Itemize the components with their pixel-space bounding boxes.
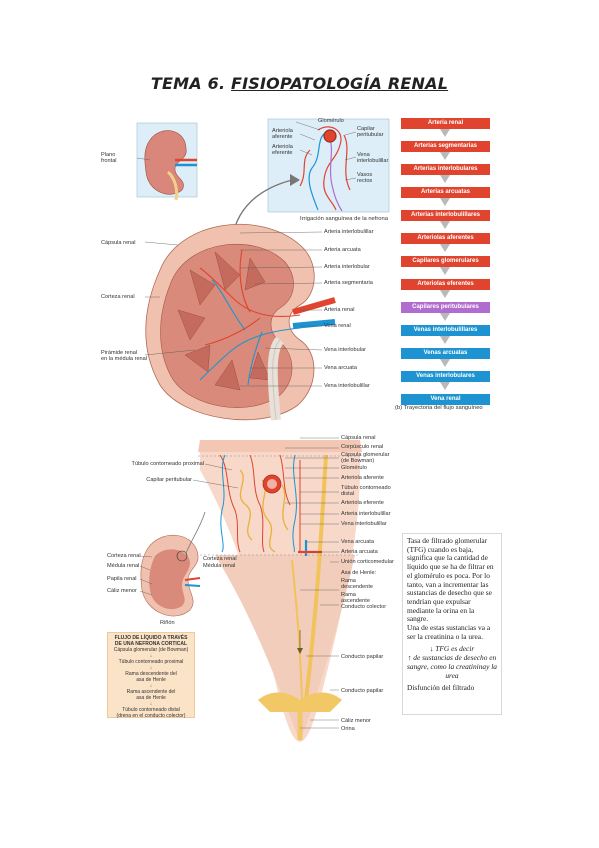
note-paragraph-2: Una de estas sustancias va a ser la crea… [407,623,491,641]
label-vena-interlobulillar-lower: Vena interlobulillar [341,521,387,527]
flow-box: Arterias interlobulillares [401,210,490,229]
label-caliz-menor: Cáliz menor [341,718,371,724]
flow-box: Arterias interlobulares [401,164,490,183]
label-capsula-glomerular: Cápsula glomerular (de Bowman) [341,452,390,465]
label-capsula-renal-lower: Cápsula renal [341,435,376,441]
flow-box: Venas interlobulares [401,371,490,390]
legend-step-1: Cápsula glomerular (de Bowman) [113,647,189,653]
label-arteriola-aferente: Arteriola aferente [272,128,293,141]
flow-box: Vena renal [401,394,490,405]
label-piramide-renal: Pirámide renal en la médula renal [101,350,148,363]
label-tubulo-contorneado-proximal: Túbulo contorneado proximal [131,461,204,467]
legend-step-5: Túbulo contorneado distal (drena en el c… [116,707,186,719]
label-medula-renal-mid: Médula renal [203,563,236,569]
legend-arrow-icon: ↓ [149,701,153,707]
label-arteriola-eferente: Arteriola eferente [272,144,293,157]
flow-box: Arterias arcuatas [401,187,490,206]
nephron-section [198,440,362,742]
flow-box: Venas interlobulillares [401,325,490,344]
label-conducto-papilar-1: Conducto papilar [341,654,384,660]
label-vasos-rectos: Vasos rectos [357,172,373,185]
small-kidney-lower [140,511,206,617]
title-prefix: TEMA 6. [150,74,232,93]
label-corteza-renal-lower: Corteza renal [107,553,141,559]
label-asa-de-henle: Asa de Henle: [341,570,377,576]
flow-box: Capilares peritubulares [401,302,490,321]
note-formula: ↓ TFG es decir ↑ de sustancias de desech… [407,644,497,680]
label-corteza-renal: Corteza renal [101,294,135,300]
label-arteriola-eferente-lower: Arteriola eferente [341,500,384,506]
label-papila-renal: Papila renal [107,576,137,582]
label-plano-frontal: Plano frontal [101,152,117,165]
title-main: FISIOPATOLOGÍA RENAL [231,74,449,93]
legend-step-3: Rama descendente del asa de Henle [125,671,177,683]
flow-box: Arteriolas eferentes [401,279,490,298]
label-arteria-interlobulillar-lower: Arteria interlobulillar [341,511,391,517]
label-rinon: Riñón [160,620,175,626]
label-arteria-arcuata: Arteria arcuata [324,247,361,253]
tfg-note: Tasa de filtrado glomerular (TFG) cuando… [402,533,502,715]
label-medula-renal-lower: Médula renal [107,563,140,569]
big-kidney [145,224,336,421]
label-capsula-renal: Cápsula renal [101,240,136,246]
note-footer: Disfunción del filtrado [407,683,475,693]
label-glomerulo: Glomérulo [318,118,344,124]
flow-box: Arteriolas aferentes [401,233,490,252]
caption-irrigacion: Irrigación sanguínea de la nefrona [300,216,388,222]
label-arteria-arcuata-lower: Arteria arcuata [341,549,378,555]
legend-arrow-icon: ↓ [149,683,153,689]
label-vena-renal: Vena renal [324,323,351,329]
legend-step-2: Túbulo contorneado proximal [118,659,184,665]
small-kidney-shape [144,130,187,195]
label-arteria-segmentaria: Arteria segmentaria [324,280,373,286]
legend-arrow-icon: ↓ [149,653,153,659]
label-capilar-peritubular: Capilar peritubular [146,477,192,483]
page-title: TEMA 6. FISIOPATOLOGÍA RENAL [0,74,599,93]
label-arteria-interlobular: Arteria interlobular [324,264,370,270]
note-paragraph-1: Tasa de filtrado glomerular (TFG) cuando… [407,536,494,624]
label-vena-arcuata-lower: Vena arcuata [341,539,374,545]
label-corpusculo-renal: Corpúsculo renal [341,444,384,450]
flow-box: Venas arcuatas [401,348,490,367]
label-arteriola-aferente-lower: Arteriola aferente [341,475,384,481]
flow-box: Arterias segmentarias [401,141,490,160]
label-union-corticomedular: Unión corticomedular [341,559,394,565]
label-glomerulo-lower: Glomérulo [341,465,367,471]
label-vena-interlobulillar-inset: Vena interlobulillar [357,152,389,165]
label-vena-interlobular: Vena interlobular [324,347,366,353]
label-corteza-renal-mid: Corteza renal [203,556,237,562]
label-arteria-renal: Arteria renal [324,307,355,313]
legend-heading: FLUJO DE LÍQUIDO A TRAVÉS DE UNA NEFRONA… [114,635,188,647]
legend-arrow-icon: ↓ [149,665,153,671]
label-rama-descendente: Rama descendente [341,578,374,591]
nephron-flow-legend: FLUJO DE LÍQUIDO A TRAVÉS DE UNA NEFRONA… [107,632,195,719]
label-tubulo-contorneado-distal: Túbulo contorneado distal [341,485,391,498]
flow-caption: (b) Trayectoria del flujo sanguíneo [395,405,483,411]
flow-box: Capilares glomerulares [401,256,490,275]
label-orina: Orina [341,726,355,732]
label-rama-ascendente: Rama ascendente [341,592,370,605]
label-conducto-papilar-2: Conducto papilar [341,688,384,694]
label-arteria-interlobulillar: Arteria interlobulillar [324,229,374,235]
label-conducto-colector: Conducto colector [341,604,387,610]
flow-box: Arteria renal [401,118,490,137]
legend-step-4: Rama ascendente del asa de Henle [126,689,176,701]
label-caliz-menor-lower: Cáliz menor [107,588,137,594]
label-vena-interlobulillar: Vena interlobulillar [324,383,370,389]
label-capilar-peritubular-inset: Capilar peritubular [357,126,384,139]
label-vena-arcuata: Vena arcuata [324,365,357,371]
